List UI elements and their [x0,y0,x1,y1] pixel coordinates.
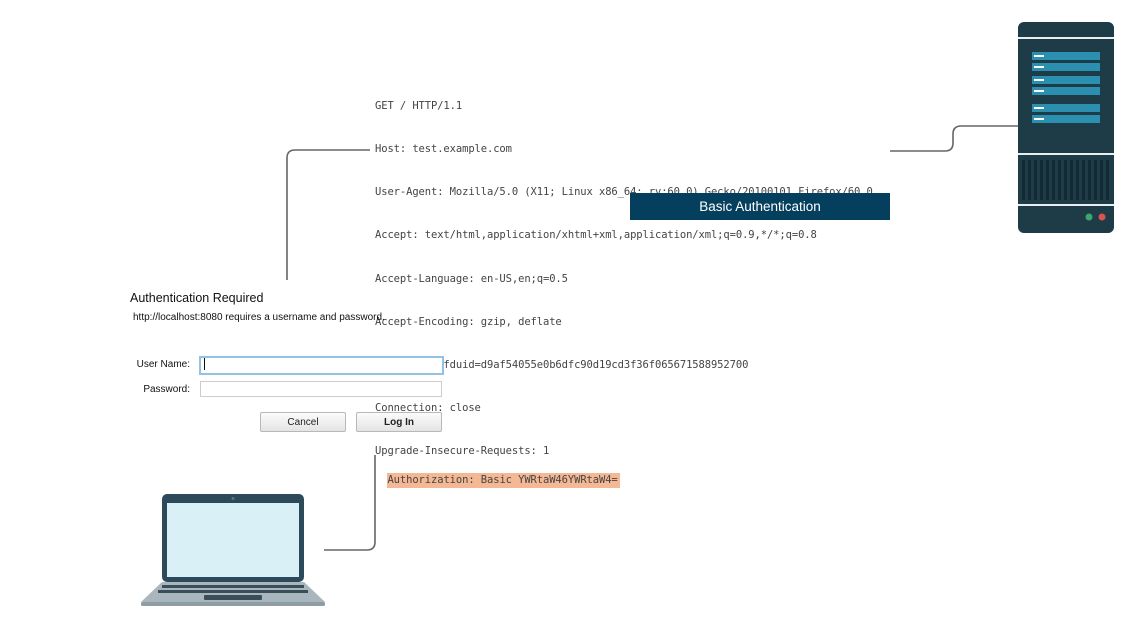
http-request-line: Accept-Encoding: gzip, deflate [375,315,562,328]
server-icon [1018,22,1114,233]
http-request-block: GET / HTTP/1.1 Host: test.example.com Us… [375,70,873,488]
dialog-title: Authentication Required [130,291,264,305]
http-request-line: Accept: text/html,application/xhtml+xml,… [375,229,817,242]
password-label: Password: [143,384,190,395]
banner-label: Basic Authentication [699,199,821,214]
status-led-red-icon [1098,213,1106,221]
dialog-to-laptop-connector [324,455,376,551]
request-to-server-connector [890,125,1018,152]
text-caret [204,358,205,370]
dialog-message: http://localhost:8080 requires a usernam… [133,312,385,323]
status-led-green-icon [1085,213,1093,221]
http-request-line: Connection: close [375,402,481,415]
http-request-line: Cookie: __cfduid=d9af54055e0b6dfc90d19cd… [375,359,749,372]
http-request-line: Host: test.example.com [375,143,512,156]
password-input[interactable] [200,381,442,397]
basic-authentication-banner: Basic Authentication [630,193,890,220]
username-label: User Name: [136,359,190,370]
login-button[interactable]: Log In [356,412,442,432]
authorization-header-highlight: Authorization: Basic YWRtaW46YWRtaW4= [387,473,620,488]
request-to-dialog-connector [286,149,370,280]
cancel-button[interactable]: Cancel [260,412,346,432]
http-request-line: Upgrade-Insecure-Requests: 1 [375,445,550,458]
username-input[interactable] [199,356,444,375]
laptop-icon [141,494,325,606]
http-request-line: GET / HTTP/1.1 [375,99,463,112]
http-request-line: Accept-Language: en-US,en;q=0.5 [375,272,568,285]
